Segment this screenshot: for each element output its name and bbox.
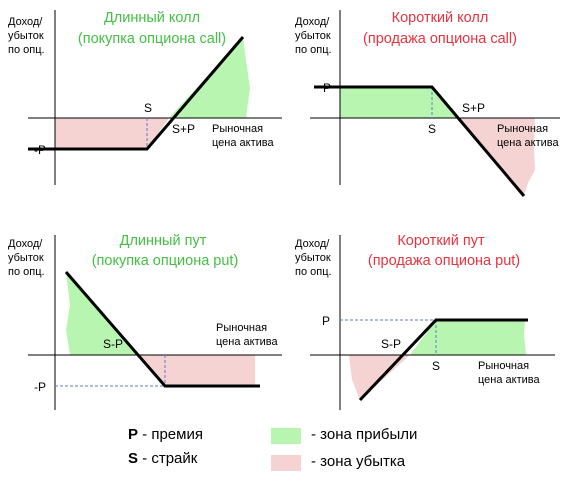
breakeven-label: S+P [462,101,485,115]
legend-loss-text: - зона убытка [311,453,406,470]
premium-label: P [322,314,330,328]
x-axis-label-2: цена актива [212,137,274,149]
panel-subtitle: (продажа опциона call) [363,31,517,47]
legend-strike-text: - страйк [138,450,198,467]
y-axis-label-2: убыток [8,252,44,264]
legend-strike: S - страйк [128,450,197,467]
x-axis-label-1: Рыночная [216,322,267,334]
y-axis-label-1: Доход/ [8,16,43,28]
panel-long-call: Длинный колл (покупка опциона call) Дохо… [8,10,282,185]
loss-zone [140,355,255,386]
premium-label: P [323,81,331,95]
strike-label: S [432,359,440,373]
panel-long-put: Длинный пут (покупка опциона put) Доход/… [8,233,282,410]
breakeven-label: S-P [103,337,123,351]
panel-short-put: Короткий пут (продажа опциона put) Доход… [295,233,555,410]
legend-profit-swatch [271,428,301,444]
profit-zone [340,87,456,118]
strike-label: S [144,101,152,115]
panel-title: Короткий колл [392,10,489,26]
y-axis-label-3: по опц. [295,266,332,278]
panel-subtitle: (продажа опциона put) [368,253,520,269]
payoff-line [314,85,526,197]
legend-premium-text: - премия [138,426,203,443]
panel-title: Короткий пут [397,233,485,249]
legend-premium: P - премия [128,426,203,443]
payoff-line [64,271,260,388]
legend-premium-letter: P [128,426,139,443]
panel-title: Длинный пут [120,233,207,249]
x-axis-label-1: Рыночная [212,123,263,135]
payoff-line [28,36,245,151]
panel-title: Длинный колл [104,10,200,26]
y-axis-label-1: Доход/ [295,238,330,250]
breakeven-label: S-P [381,337,401,351]
panel-subtitle: (покупка опциона call) [78,31,226,47]
x-axis-label-1: Рыночная [478,360,529,372]
legend-profit-text: - зона прибыли [311,426,418,443]
x-axis-label-2: цена актива [478,374,540,386]
legend-loss-swatch [271,455,301,471]
y-axis-label-2: убыток [295,252,331,264]
y-axis-label-3: по опц. [295,44,332,56]
premium-label: -P [34,380,46,394]
y-axis-label-1: Доход/ [8,238,43,250]
loss-zone [55,118,169,149]
legend-strike-letter: S [128,450,139,467]
premium-label: -P [34,143,46,157]
y-axis-label-2: убыток [295,30,331,42]
y-axis-label-3: по опц. [8,44,45,56]
y-axis-label-3: по опц. [8,266,45,278]
breakeven-label: S+P [172,122,195,136]
x-axis-label-2: цена актива [497,137,559,149]
x-axis-label-1: Рыночная [497,123,548,135]
payoff-line [358,318,528,402]
y-axis-label-2: убыток [8,30,44,42]
profit-zone [410,320,526,355]
strike-label: S [428,122,436,136]
y-axis-label-1: Доход/ [295,16,330,28]
panel-subtitle: (покупка опциона put) [92,253,239,269]
panel-short-call: Короткий колл (продажа опциона call) Дох… [295,10,560,197]
x-axis-label-2: цена актива [216,336,278,348]
